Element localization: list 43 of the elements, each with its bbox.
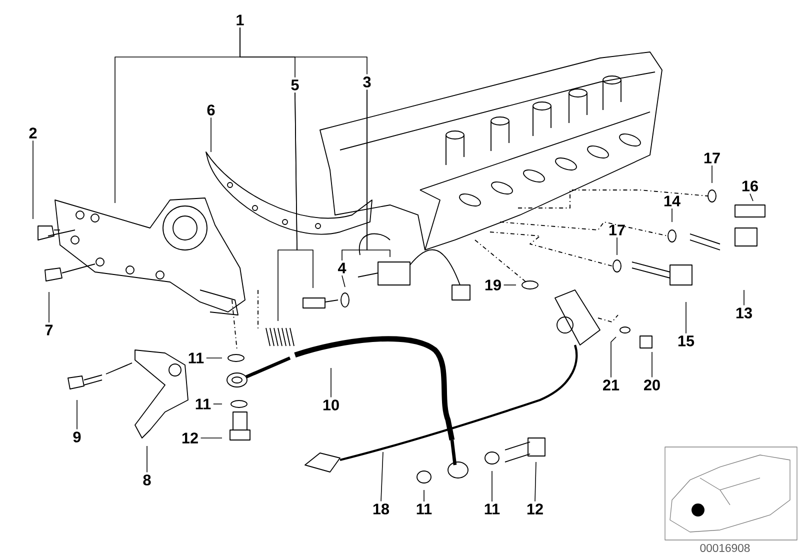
leader-line: [610, 336, 616, 378]
leader-line: [210, 117, 212, 152]
callout-number: 15: [678, 336, 694, 346]
leader-line: [366, 89, 390, 258]
callout-number: 6: [207, 104, 215, 116]
leader-line: [330, 368, 332, 398]
leader-line: [32, 140, 34, 220]
leader-line: [342, 275, 346, 288]
callout-number: 11: [196, 398, 211, 410]
callout-number: 18: [373, 504, 390, 514]
callout-number: 11: [416, 504, 432, 514]
leader-line: [294, 92, 314, 288]
callout-number: 21: [603, 380, 620, 390]
callout-number: 17: [704, 152, 720, 164]
callout-number: 13: [736, 308, 752, 318]
leader-line: [380, 452, 384, 502]
callout-number: 3: [363, 76, 371, 88]
callout-number: 14: [664, 196, 680, 206]
leader-line: [240, 27, 368, 75]
leader-line: [616, 237, 618, 256]
leader-line: [534, 462, 536, 502]
callout-number: 19: [485, 280, 501, 290]
callout-number: 4: [338, 262, 346, 274]
callout-number: 7: [45, 324, 53, 336]
callout-number: 17: [609, 224, 625, 236]
callout-number: 8: [143, 474, 151, 486]
leader-line: [48, 292, 50, 323]
leader-line: [146, 446, 148, 473]
callout-number: 10: [323, 400, 339, 410]
callout-number: 2: [29, 128, 37, 138]
callout-number: 11: [188, 352, 204, 364]
callout-number: 9: [73, 432, 81, 442]
callout-number: 12: [182, 432, 198, 444]
callout-number: 1: [236, 14, 244, 26]
callout-number: 20: [644, 380, 660, 390]
leader-line: [503, 284, 516, 286]
callout-number: 16: [742, 180, 758, 192]
callout-number: 5: [291, 80, 299, 90]
leader-line: [750, 193, 754, 202]
diagram-number: 00016908: [700, 544, 750, 552]
leader-line: [76, 400, 78, 430]
callout-number: 12: [527, 504, 543, 514]
callout-number: 11: [484, 504, 500, 514]
